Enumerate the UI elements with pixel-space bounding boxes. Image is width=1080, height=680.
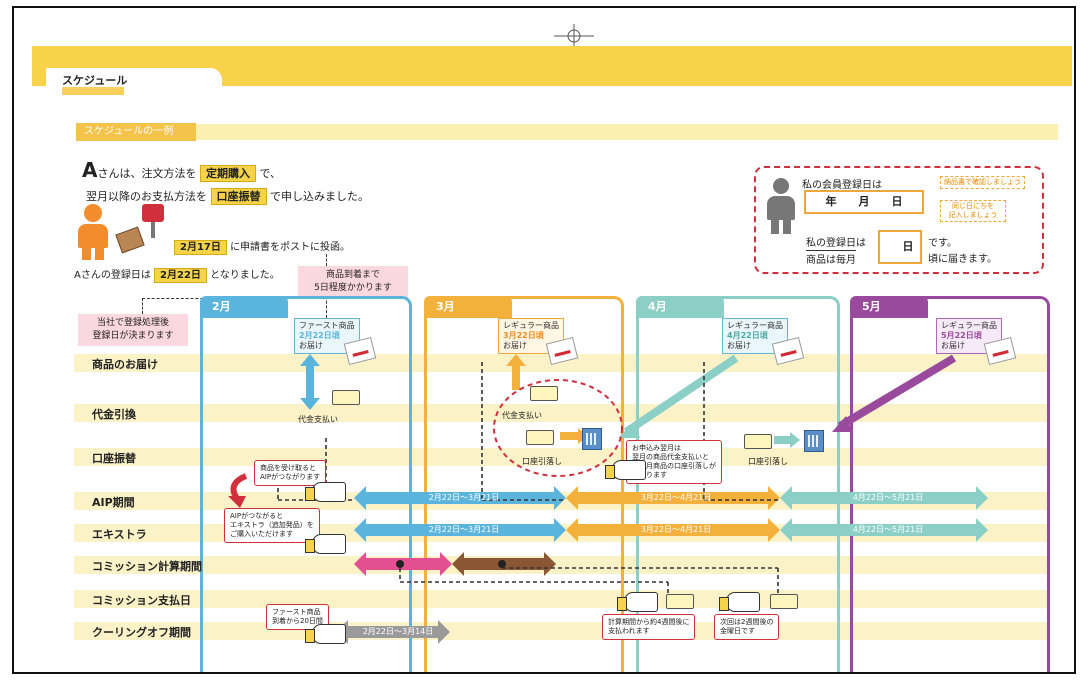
pointing-hand-icon <box>305 482 346 502</box>
registration-mark-icon <box>554 24 594 48</box>
row-label-extra: エキストラ <box>92 528 147 541</box>
intro-line-2: 翌月以降のお支払方法を 口座振替 で申し込みました。 <box>86 188 369 205</box>
member-reg-label: 私の会員登録日は <box>802 180 882 191</box>
extra-period-feb: 2月22日～3月21日 <box>428 525 500 534</box>
order-method: 定期購入 <box>199 165 256 182</box>
bank-icon <box>804 430 824 452</box>
intro-person: A <box>82 158 98 182</box>
member-date-field[interactable]: 年 月 日 <box>804 190 924 214</box>
bank-icon <box>582 428 602 450</box>
extra-note: AIPがつながると エキストラ（追加発品）を ご購入いただけます <box>224 508 320 543</box>
row-band <box>74 590 1049 608</box>
month-tab-mar: 3月 <box>424 296 512 318</box>
month-tab-may: 5月 <box>850 296 928 318</box>
connector-line <box>142 298 208 299</box>
row-band <box>74 556 1049 574</box>
row-band <box>74 404 1049 422</box>
registration-date-line: Aさんの登録日は 2月22日 となりました。 <box>74 268 280 283</box>
connector-line <box>142 298 143 314</box>
row-band <box>74 354 1049 372</box>
extra-period-mar: 3月22日～4月21日 <box>640 525 712 534</box>
row-label-aip: AIP期間 <box>92 496 135 509</box>
pointing-hand-icon <box>605 460 646 480</box>
mailbox-icon <box>142 204 164 238</box>
page-title: スケジュール <box>62 74 128 87</box>
month-column-apr <box>636 296 840 672</box>
confirm-note: 納品書で確認しましょう <box>940 176 1025 189</box>
section-bar <box>76 124 1058 140</box>
connector-line <box>326 254 327 266</box>
same-day-note: 同じ日にちを 記入しましょう <box>940 200 1006 222</box>
cash-icon <box>526 430 554 445</box>
person-orange-icon <box>76 204 112 260</box>
row-label-comm-calc: コミッション計算期間 <box>92 560 202 573</box>
connector-line <box>326 296 327 318</box>
cash-icon <box>666 594 694 609</box>
reg-day-label: 私の登録日は <box>806 238 866 249</box>
cash-icon <box>744 434 772 449</box>
row-label-delivery: 商品のお届け <box>92 358 158 371</box>
extra-period-apr: 4月22日～5月21日 <box>852 525 924 534</box>
posting-date: 2月17日 <box>174 240 227 255</box>
aip-period-feb: 2月22日～3月21日 <box>428 493 500 502</box>
cooling-period: 2月22日～3月14日 <box>362 627 434 636</box>
row-label-cooling: クーリングオフ期間 <box>92 626 191 639</box>
pointing-hand-icon <box>719 592 760 612</box>
section-title: スケジュールの一例 <box>76 123 196 141</box>
row-label-comm-pay: コミッション支払日 <box>92 594 191 607</box>
delivery-day-label: 商品は毎月 <box>806 250 856 266</box>
pointing-hand-icon <box>305 534 346 554</box>
cooling-note: ファースト商品 到着から20日間 <box>266 604 329 630</box>
month-column-mar <box>424 296 624 672</box>
month-column-may <box>850 296 1050 672</box>
debit-label: 口座引落し <box>748 457 788 466</box>
row-label-transfer: 口座振替 <box>92 452 136 465</box>
pointing-hand-icon <box>617 592 658 612</box>
posting-date-line: 2月17日 に申請書をポストに投函。 <box>174 238 350 255</box>
row-label-cod: 代金引換 <box>92 408 136 421</box>
delivery-time-note: 商品到着まで 5日程度かかります <box>298 266 408 298</box>
registration-form-box: 私の会員登録日は 納品書で確認しましょう 年 月 日 同じ日にちを 記入しましょ… <box>754 166 1044 274</box>
cash-icon <box>530 386 558 401</box>
processing-note: 当社で登録処理後 登録日が決まります <box>78 314 188 346</box>
cash-icon <box>332 390 360 405</box>
registration-date: 2月22日 <box>154 268 207 283</box>
aip-note: 商品を受け取ると AIPがつながります <box>254 460 327 486</box>
page-frame: スケジュール スケジュールの一例 Aさんは、注文方法を 定期購入 で、 翌月以降… <box>12 6 1076 674</box>
pointing-hand-icon <box>305 624 346 644</box>
day-field[interactable]: 日 <box>878 230 922 264</box>
month-tab-feb: 2月 <box>200 296 288 318</box>
cod-payment-label: 代金支払い <box>298 415 338 424</box>
payment-method: 口座振替 <box>210 188 267 205</box>
aip-period-apr: 4月22日～5月21日 <box>852 493 924 502</box>
month-column-feb <box>200 296 412 672</box>
debit-label: 口座引落し <box>522 457 562 466</box>
comm-pay-note-1: 計算期間から約4週間後に 支払われます <box>602 614 696 640</box>
diagram-arrows <box>228 354 988 644</box>
title-underline <box>62 87 124 95</box>
month-tab-apr: 4月 <box>636 296 724 318</box>
aip-period-mar: 3月22日～4月21日 <box>640 493 712 502</box>
cash-icon <box>770 594 798 609</box>
person-gray-icon <box>766 178 796 234</box>
intro-line-1: Aさんは、注文方法を 定期購入 で、 <box>82 158 282 182</box>
comm-pay-note-2: 次回は2週間後の 金曜日です <box>714 614 780 640</box>
cod-payment-label: 代金支払い <box>502 411 542 420</box>
